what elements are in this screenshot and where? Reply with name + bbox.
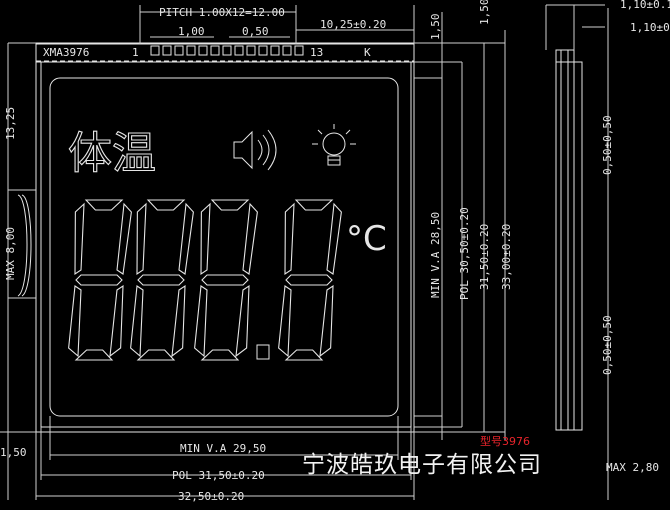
segment-g bbox=[137, 274, 185, 286]
pin-pad bbox=[270, 45, 280, 56]
body-temp-icon-text: 体温 bbox=[68, 128, 156, 179]
segment-b bbox=[116, 202, 132, 275]
glass-height-label: 31,50±0.20 bbox=[478, 224, 491, 290]
pin-array bbox=[150, 45, 304, 56]
left-13-25-label: 13,25 bbox=[4, 107, 17, 140]
pin-pad bbox=[234, 45, 244, 56]
top-margin-label-b: 1,50 bbox=[478, 0, 491, 25]
pin-pad bbox=[282, 45, 292, 56]
segment-d bbox=[200, 349, 240, 361]
segment-f bbox=[200, 202, 211, 276]
part-label: XMA3976 bbox=[43, 46, 89, 59]
view-area-height-label: MIN V.A 28,50 bbox=[429, 212, 442, 298]
outer-glass bbox=[35, 42, 415, 433]
right-dimensions: MIN V.A 28,50 POL 30,50±0.20 31,50±0.20 … bbox=[414, 0, 513, 440]
segment-c bbox=[319, 284, 334, 358]
decimal-point bbox=[256, 344, 270, 360]
segment-e bbox=[130, 285, 144, 358]
bulb-icon bbox=[312, 124, 356, 166]
pin-pad bbox=[210, 45, 220, 56]
pin-offset-label: 10,25±0.20 bbox=[320, 18, 386, 31]
pin-pad bbox=[174, 45, 184, 56]
side-050-bot-label: 0,50±0,50 bbox=[601, 315, 614, 375]
segment-a bbox=[294, 199, 334, 211]
segment-f bbox=[74, 202, 85, 276]
segment-a bbox=[210, 199, 250, 211]
celsius-label: °C bbox=[346, 219, 387, 259]
segment-c bbox=[109, 284, 124, 358]
pin-gap-label: 0,50 bbox=[242, 25, 269, 38]
pin-pad bbox=[162, 45, 172, 56]
pin-pad bbox=[198, 45, 208, 56]
bottom-dimensions: MIN V.A 29,50 POL 31,50±0.20 32,50±0.20 bbox=[35, 416, 415, 503]
pin-pad bbox=[222, 45, 232, 56]
outer-height-label: 33,00±0.20 bbox=[500, 224, 513, 290]
left-1-50-label: 1,50 bbox=[0, 446, 27, 459]
segment-g bbox=[201, 274, 249, 286]
speaker-icon bbox=[233, 129, 277, 171]
segment-c bbox=[171, 284, 186, 358]
model-label: 型号3976 bbox=[480, 434, 530, 448]
pin-pad bbox=[246, 45, 256, 56]
outer-width-label: 32,50±0.20 bbox=[178, 490, 244, 503]
segment-a bbox=[84, 199, 124, 211]
pol-width-label: POL 31,50±0.20 bbox=[172, 469, 265, 482]
top-margin-label: 1,50 bbox=[429, 14, 442, 41]
left-dimensions: 13,25 MAX 8,00 1,50 bbox=[0, 42, 36, 500]
pin-k-label: K bbox=[364, 46, 371, 59]
side-050-top-label: 0,50±0,50 bbox=[601, 115, 614, 175]
left-max-8-label: MAX 8,00 bbox=[4, 227, 17, 280]
pin-pad bbox=[150, 45, 160, 56]
segment-e bbox=[68, 285, 82, 358]
top-dimensions: PITCH 1.00X12=12.00 1,00 0,50 10,25±0.20 bbox=[139, 5, 415, 44]
segment-d bbox=[136, 349, 176, 361]
pin-last-label: 13 bbox=[310, 46, 323, 59]
pin-first-label: 1 bbox=[132, 46, 139, 59]
side-thk-1-label: 1,10±0.10 bbox=[620, 0, 670, 11]
view-area bbox=[49, 77, 399, 417]
seven-segment-digits bbox=[68, 199, 342, 361]
pitch-label: PITCH 1.00X12=12.00 bbox=[159, 6, 285, 19]
segment-f bbox=[136, 202, 147, 276]
segment-b bbox=[242, 202, 258, 275]
pol-height-label: POL 30,50±0.20 bbox=[458, 207, 471, 300]
segment-g bbox=[75, 274, 123, 286]
segment-c bbox=[235, 284, 250, 358]
segment-e bbox=[278, 285, 292, 358]
pin-pad bbox=[258, 45, 268, 56]
segment-b bbox=[326, 202, 342, 275]
segment-d bbox=[74, 349, 114, 361]
view-area-width-label: MIN V.A 29,50 bbox=[180, 442, 266, 455]
side-thk-2-label: 1,10±0.10 bbox=[630, 21, 670, 34]
pin-pad bbox=[186, 45, 196, 56]
segment-a bbox=[146, 199, 186, 211]
segment-b bbox=[178, 202, 194, 275]
segment-g bbox=[285, 274, 333, 286]
side-view: 1,10±0.10 1,10±0.10 0,50±0,50 0,50±0,50 … bbox=[545, 0, 670, 500]
segment-f bbox=[284, 202, 295, 276]
pin-strip bbox=[36, 43, 414, 62]
pin-width-label: 1,00 bbox=[178, 25, 205, 38]
pin-pad bbox=[294, 45, 304, 56]
side-max-label: MAX 2,80 bbox=[606, 461, 659, 474]
segment-e bbox=[194, 285, 208, 358]
company-name: 宁波皓玖电子有限公司 bbox=[302, 452, 542, 478]
segment-d bbox=[284, 349, 324, 361]
flex-cable-outline bbox=[21, 194, 32, 297]
